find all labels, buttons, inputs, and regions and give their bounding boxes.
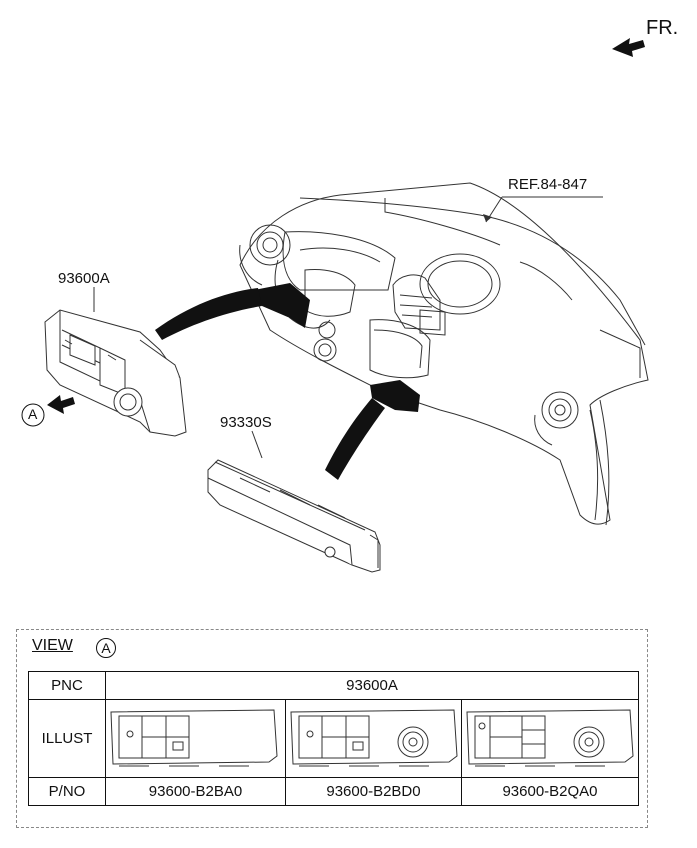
row-header-pnc: PNC xyxy=(28,671,106,700)
table-row-pnc: PNC 93600A xyxy=(28,671,639,700)
view-a-marker-label: A xyxy=(28,406,38,422)
leader-wedge-b xyxy=(325,398,385,480)
leader-wedge-a xyxy=(155,288,262,340)
mount-slot-a xyxy=(254,283,310,328)
part-number-2: 93600-B2BD0 xyxy=(285,777,462,806)
switch-panel-illustration-1 xyxy=(110,709,278,767)
dashboard-drawing xyxy=(239,182,649,526)
part-number-3: 93600-B2QA0 xyxy=(461,777,639,806)
view-a-marker-icon xyxy=(21,403,45,427)
table-row-pno: P/NO 93600-B2BA0 93600-B2BD0 93600-B2QA0 xyxy=(28,777,639,806)
part-a-label: 93600A xyxy=(58,270,110,287)
table-row-illust: ILLUST xyxy=(28,699,639,778)
row-header-illust: ILLUST xyxy=(28,699,106,778)
switch-panel-illustration-2 xyxy=(290,709,458,767)
switch-panel-illustration-3 xyxy=(466,709,634,767)
illust-cell-2 xyxy=(285,699,462,778)
pnc-value: 93600A xyxy=(105,671,639,700)
illust-cell-1 xyxy=(105,699,286,778)
row-header-pno: P/NO xyxy=(28,777,106,806)
view-a-box xyxy=(16,629,648,828)
part-b-leader xyxy=(251,430,263,459)
ref-label: REF.84-847 xyxy=(508,176,588,193)
part-number-1: 93600-B2BA0 xyxy=(105,777,286,806)
front-arrow-icon xyxy=(612,38,645,57)
part-b-label: 93330S xyxy=(220,414,272,431)
illust-cell-3 xyxy=(461,699,639,778)
lower-panel-drawing xyxy=(207,459,381,573)
switch-panel-drawing xyxy=(44,309,187,437)
view-arrow-icon xyxy=(47,395,75,414)
mount-slot-b xyxy=(370,380,420,412)
pnc-table: PNC 93600A ILLUST xyxy=(28,671,639,806)
view-title: VIEW xyxy=(32,637,73,654)
front-direction-label: FR. xyxy=(646,17,679,39)
view-title-marker: A xyxy=(96,638,116,658)
